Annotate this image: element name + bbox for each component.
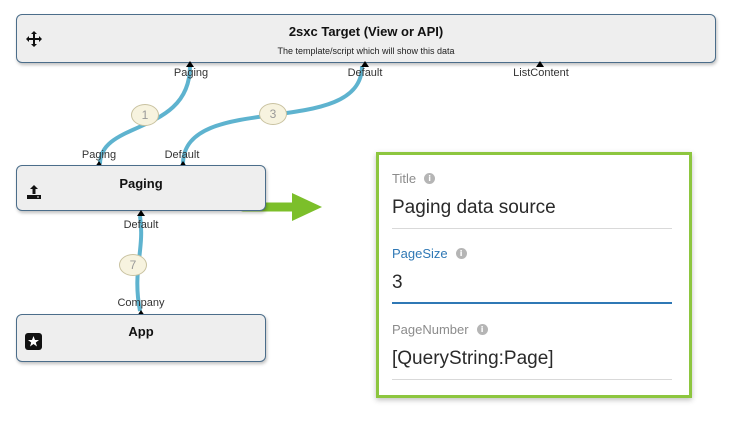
app-node-title: App	[128, 324, 154, 339]
star-icon[interactable]	[25, 333, 42, 355]
paging-port-default[interactable]	[179, 161, 187, 167]
connection-badge-paging[interactable]: 1	[131, 104, 159, 126]
title-field-label: Title	[392, 171, 417, 186]
paging-node-title: Paging	[119, 176, 163, 191]
app-port-label-company: Company	[117, 297, 165, 309]
target-port-label-default: Default	[347, 67, 383, 79]
connection-badge-company[interactable]: 7	[119, 254, 147, 276]
target-port-default[interactable]	[361, 61, 369, 67]
upload-icon[interactable]	[26, 184, 42, 205]
pagesize-input[interactable]: 3	[392, 272, 672, 304]
connection-badge-default[interactable]: 3	[259, 103, 287, 125]
paging-port-label-in-default: Default	[123, 219, 159, 231]
target-port-label-paging: Paging	[173, 67, 209, 79]
info-icon[interactable]: i	[424, 173, 436, 184]
target-port-label-listcontent: ListContent	[513, 67, 569, 79]
paging-port-label-paging: Paging	[81, 149, 117, 161]
paging-port-paging[interactable]	[95, 161, 103, 167]
target-node[interactable]: 2sxc Target (View or API) The template/s…	[16, 14, 716, 63]
target-node-subtitle: The template/script which will show this…	[277, 46, 455, 56]
app-port-company[interactable]	[137, 310, 145, 316]
pagesize-field: PageSize i 3	[392, 246, 672, 304]
pagenumber-field-label: PageNumber	[392, 322, 469, 337]
move-icon[interactable]	[26, 31, 42, 52]
title-input[interactable]: Paging data source	[392, 197, 672, 229]
title-field: Title i Paging data source	[392, 171, 672, 229]
target-port-listcontent[interactable]	[536, 61, 544, 67]
info-icon[interactable]: i	[455, 248, 467, 259]
info-icon[interactable]: i	[476, 324, 488, 335]
pagenumber-input[interactable]: [QueryString:Page]	[392, 348, 672, 380]
paging-port-label-default: Default	[164, 149, 200, 161]
target-port-paging[interactable]	[186, 61, 194, 67]
target-node-title: 2sxc Target (View or API)	[288, 24, 444, 39]
app-node[interactable]: App	[16, 314, 266, 362]
pagesize-field-label: PageSize	[392, 246, 448, 261]
pagenumber-field: PageNumber i [QueryString:Page]	[392, 322, 672, 380]
paging-port-in-default[interactable]	[137, 210, 145, 216]
paging-node[interactable]: Paging	[16, 165, 266, 211]
datasource-settings-panel: Title i Paging data source PageSize i 3 …	[376, 152, 692, 398]
